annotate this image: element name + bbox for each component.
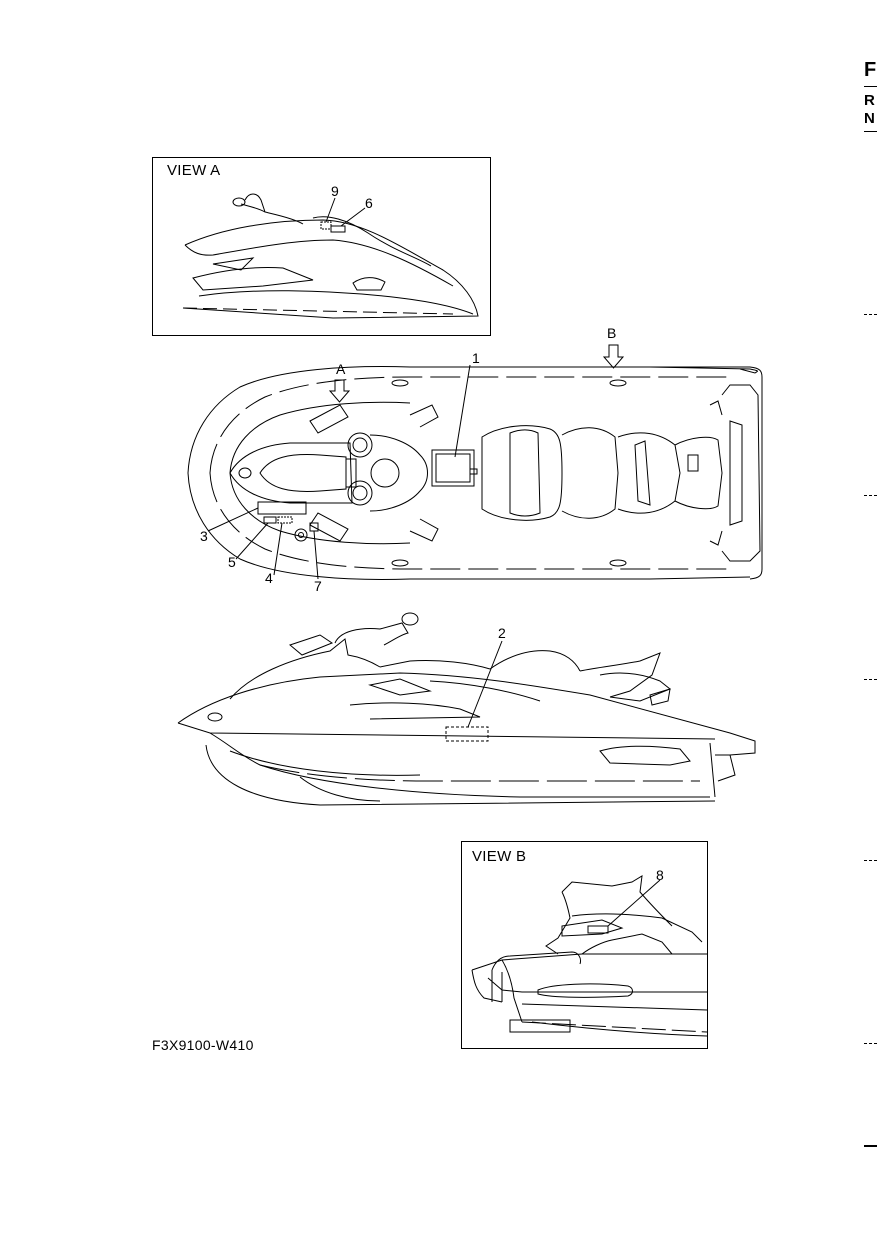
edge-dash-marker — [864, 495, 877, 496]
figure-code: F3X9100-W410 — [152, 1037, 254, 1053]
edge-dash-marker — [864, 314, 877, 315]
top-view-drawing: A B 1 3 5 4 7 — [187, 325, 763, 594]
view-arrow-b-label: B — [607, 325, 616, 341]
edge-dash-marker — [864, 860, 877, 861]
view-a-drawing: 9 6 — [182, 183, 479, 319]
callout-6: 6 — [365, 195, 373, 211]
view-b-drawing: 8 — [471, 867, 707, 1037]
view-arrow-a-label: A — [336, 361, 346, 377]
side-tab-letter-r: R — [864, 92, 875, 109]
callout-2: 2 — [498, 625, 506, 641]
side-view-drawing: 2 — [177, 612, 756, 806]
view-a-title: VIEW A — [167, 162, 221, 179]
callout-3: 3 — [200, 528, 208, 544]
callout-9: 9 — [331, 183, 339, 199]
callout-1: 1 — [472, 350, 480, 366]
edge-dash-marker — [864, 679, 877, 680]
callout-8: 8 — [656, 867, 664, 883]
callout-5: 5 — [228, 554, 236, 570]
view-b-title: VIEW B — [472, 848, 527, 865]
edge-dash-marker — [864, 1043, 877, 1044]
side-tab-letter-f: F — [864, 59, 877, 81]
side-tab-rule — [864, 86, 877, 87]
view-b-panel: VIEW B 8 — [461, 841, 708, 1049]
callout-7: 7 — [314, 578, 322, 594]
side-tab-rule — [864, 131, 877, 132]
view-a-panel: VIEW A 9 6 — [152, 157, 491, 336]
callout-4: 4 — [265, 570, 273, 586]
edge-solid-marker — [864, 1145, 877, 1147]
side-tab-letter-n: N — [864, 110, 875, 127]
